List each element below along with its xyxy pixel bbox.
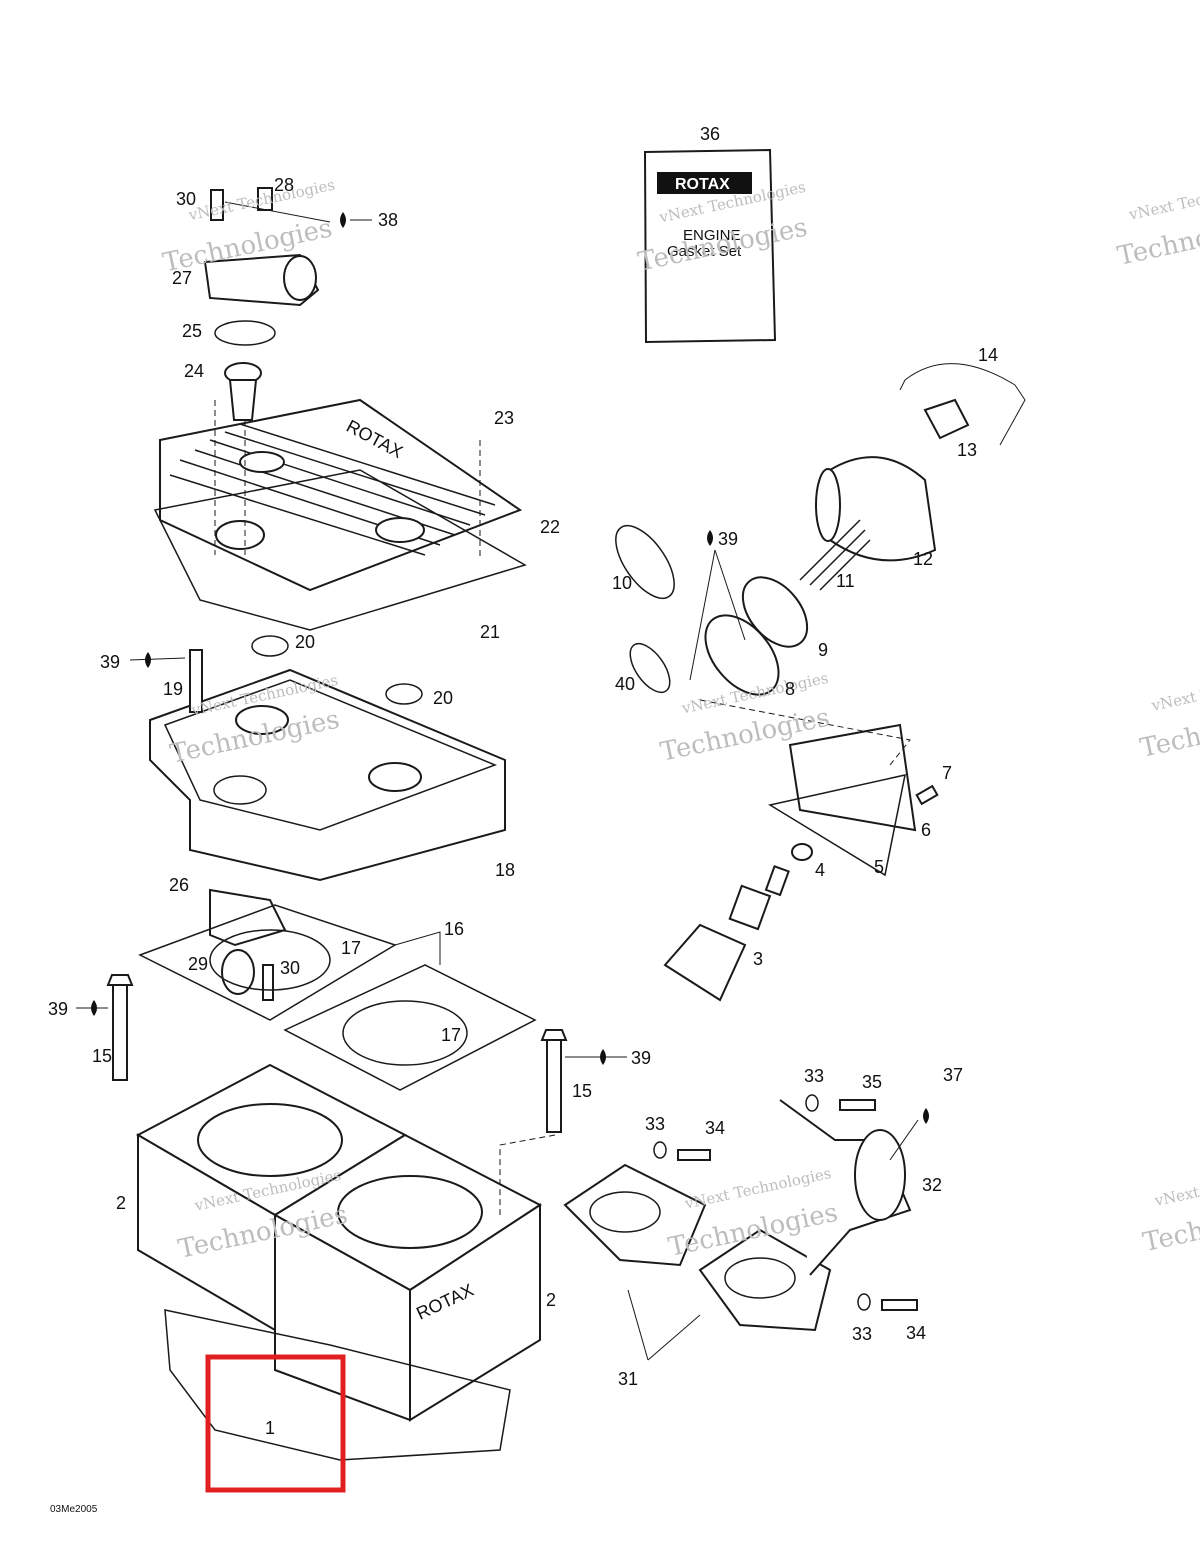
label-28: 28	[274, 175, 294, 195]
svg-text:vNext Technologies: vNext Technologies	[1149, 666, 1200, 715]
label-36: 36	[700, 124, 720, 144]
label-19: 19	[163, 679, 183, 699]
leader-lines	[76, 201, 627, 1058]
figure-code: 03Me2005	[50, 1504, 98, 1515]
label-33-top: 33	[804, 1066, 824, 1086]
part-labels: 36 30 28 38 27 25 24 14 23 13 22 39 12 1…	[48, 124, 998, 1438]
label-1: 1	[265, 1418, 275, 1438]
exhaust-manifold	[499, 1094, 919, 1361]
label-17-upper: 17	[341, 938, 361, 958]
label-30-lower: 30	[280, 958, 300, 978]
oil-drop-icon	[145, 652, 151, 668]
label-27: 27	[172, 268, 192, 288]
cylinders: ROTAX	[135, 1063, 542, 1461]
studs	[106, 974, 568, 1133]
label-3: 3	[753, 949, 763, 969]
manual-brand: ROTAX	[675, 176, 730, 193]
label-8: 8	[785, 679, 795, 699]
label-23: 23	[494, 408, 514, 428]
label-4: 4	[815, 860, 825, 880]
thermostat-housing	[203, 187, 320, 421]
label-35: 35	[862, 1072, 882, 1092]
label-15-right: 15	[572, 1081, 592, 1101]
oil-drop-icon	[707, 530, 713, 546]
label-37: 37	[943, 1065, 963, 1085]
label-26: 26	[169, 875, 189, 895]
label-40: 40	[615, 674, 635, 694]
label-34-bottom: 34	[906, 1323, 926, 1343]
svg-text:vNext Technologies: vNext Technologies	[1152, 1161, 1200, 1210]
label-10: 10	[612, 573, 632, 593]
label-2-left: 2	[116, 1193, 126, 1213]
label-38: 38	[378, 210, 398, 230]
svg-text:vNext Technologies: vNext Technologies	[1127, 175, 1200, 224]
cylinder-head	[149, 635, 506, 1001]
label-20-lower: 20	[433, 688, 453, 708]
oil-drop-icon	[340, 212, 346, 228]
label-12: 12	[913, 549, 933, 569]
label-5: 5	[874, 857, 884, 877]
label-20-upper: 20	[295, 632, 315, 652]
label-31: 31	[618, 1369, 638, 1389]
label-39-head: 39	[100, 652, 120, 672]
gasket-set-manual: ROTAX ENGINE Gasket Set	[643, 148, 777, 344]
oil-drop-markers	[91, 212, 929, 1124]
label-9: 9	[818, 640, 828, 660]
label-2-right: 2	[546, 1290, 556, 1310]
label-15-left: 15	[92, 1046, 112, 1066]
label-16: 16	[444, 919, 464, 939]
label-22: 22	[540, 517, 560, 537]
label-18: 18	[495, 860, 515, 880]
label-33-bottom: 33	[852, 1324, 872, 1344]
label-14: 14	[978, 345, 998, 365]
head-gaskets	[138, 904, 537, 1091]
label-32: 32	[922, 1175, 942, 1195]
label-24: 24	[184, 361, 204, 381]
oil-drop-icon	[600, 1049, 606, 1065]
label-39-rotary: 39	[718, 529, 738, 549]
label-7: 7	[942, 763, 952, 783]
label-13: 13	[957, 440, 977, 460]
oil-drop-icon	[91, 1000, 97, 1016]
label-21: 21	[480, 622, 500, 642]
label-30: 30	[176, 189, 196, 209]
label-29: 29	[188, 954, 208, 974]
label-11: 11	[836, 571, 855, 591]
label-17-lower: 17	[441, 1025, 461, 1045]
label-39-stud-left: 39	[48, 999, 68, 1019]
valve-cover: ROTAX	[153, 398, 527, 631]
label-33-mid: 33	[645, 1114, 665, 1134]
part-1-highlight-box	[205, 1354, 346, 1493]
label-39-stud-right: 39	[631, 1048, 651, 1068]
rotary-valve-assembly	[615, 363, 1026, 1002]
oil-drop-icon	[923, 1108, 929, 1124]
label-25: 25	[182, 321, 202, 341]
label-6: 6	[921, 820, 931, 840]
label-34-mid: 34	[705, 1118, 725, 1138]
manual-line2: Gasket Set	[667, 243, 742, 260]
manual-line1: ENGINE	[683, 227, 741, 244]
